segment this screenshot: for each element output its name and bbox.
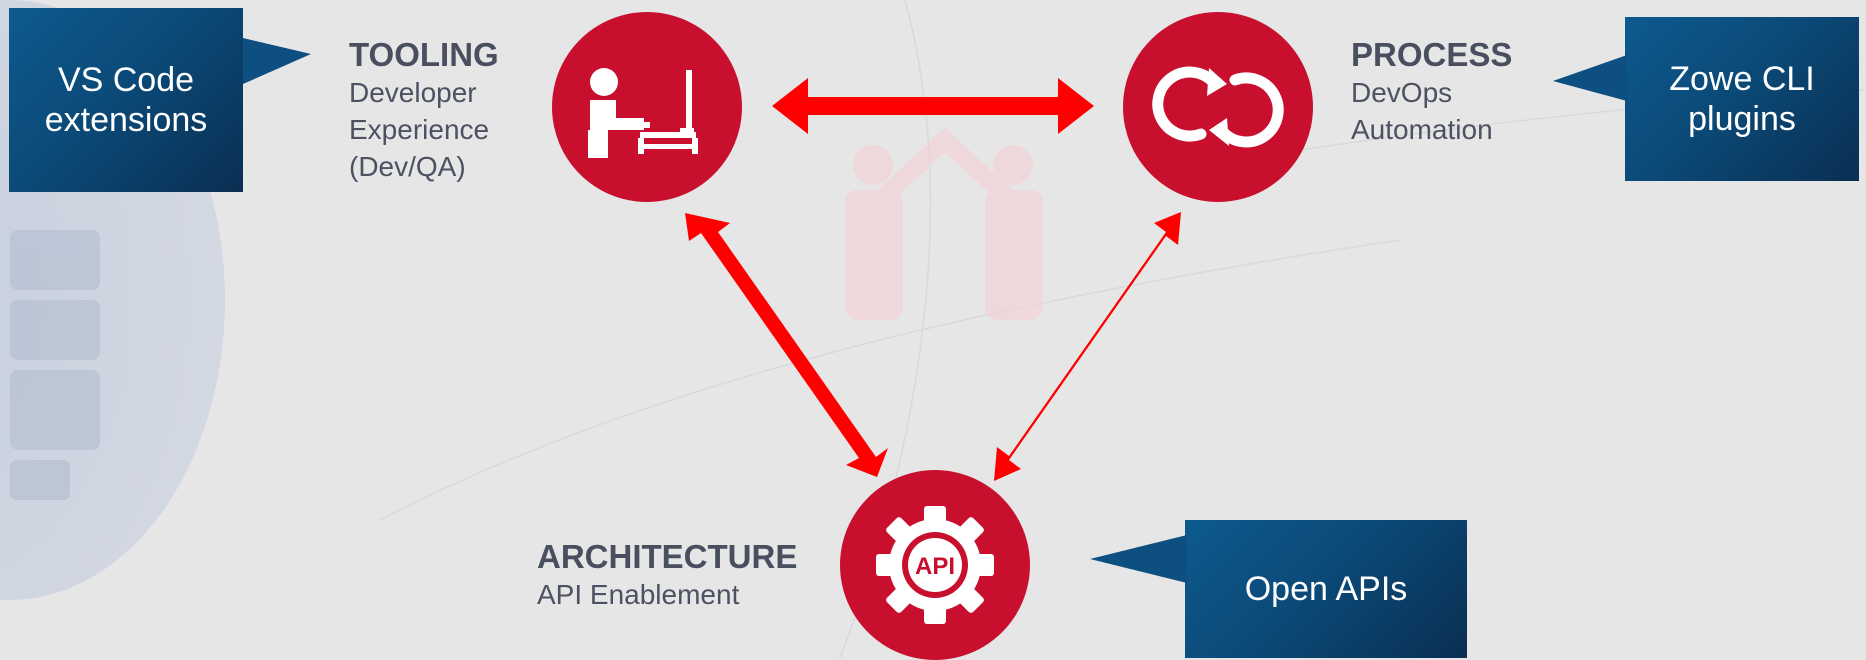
process-node bbox=[1123, 12, 1313, 202]
callout-process: Zowe CLI plugins bbox=[1625, 17, 1859, 181]
callout-architecture-text: Open APIs bbox=[1244, 570, 1408, 608]
developer-at-desk-icon bbox=[588, 68, 698, 158]
callout-tooling-text: VS Code extensions bbox=[44, 61, 208, 139]
tooling-node bbox=[552, 12, 742, 202]
architecture-title: ARCHITECTURE bbox=[537, 538, 798, 575]
people-watermark bbox=[845, 127, 1043, 320]
tooling-label: TOOLING Developer Experience (Dev/QA) bbox=[349, 36, 499, 185]
callout-architecture: Open APIs bbox=[1185, 520, 1467, 658]
process-title: PROCESS bbox=[1351, 36, 1513, 73]
tooling-title: TOOLING bbox=[349, 36, 499, 73]
process-subtitle: DevOps Automation bbox=[1351, 77, 1493, 145]
arrow-tooling-architecture bbox=[685, 213, 888, 477]
callout-process-pointer bbox=[1553, 55, 1627, 101]
callout-architecture-pointer bbox=[1090, 535, 1187, 583]
architecture-subtitle: API Enablement bbox=[537, 579, 740, 610]
tooling-subtitle: Developer Experience (Dev/QA) bbox=[349, 77, 490, 182]
process-label: PROCESS DevOps Automation bbox=[1351, 36, 1512, 148]
server-silhouette bbox=[10, 230, 100, 500]
cycle-arrows-icon bbox=[1152, 66, 1284, 148]
callout-process-text: Zowe CLI plugins bbox=[1669, 60, 1815, 138]
gear-api-icon: API bbox=[876, 506, 994, 624]
arrow-process-architecture bbox=[994, 212, 1181, 481]
callout-tooling: VS Code extensions bbox=[9, 8, 243, 192]
architecture-node: API bbox=[840, 470, 1030, 660]
arrow-tooling-process bbox=[772, 78, 1094, 134]
api-icon-text: API bbox=[915, 553, 955, 580]
callout-tooling-pointer bbox=[243, 38, 311, 84]
architecture-label: ARCHITECTURE API Enablement bbox=[537, 538, 797, 613]
